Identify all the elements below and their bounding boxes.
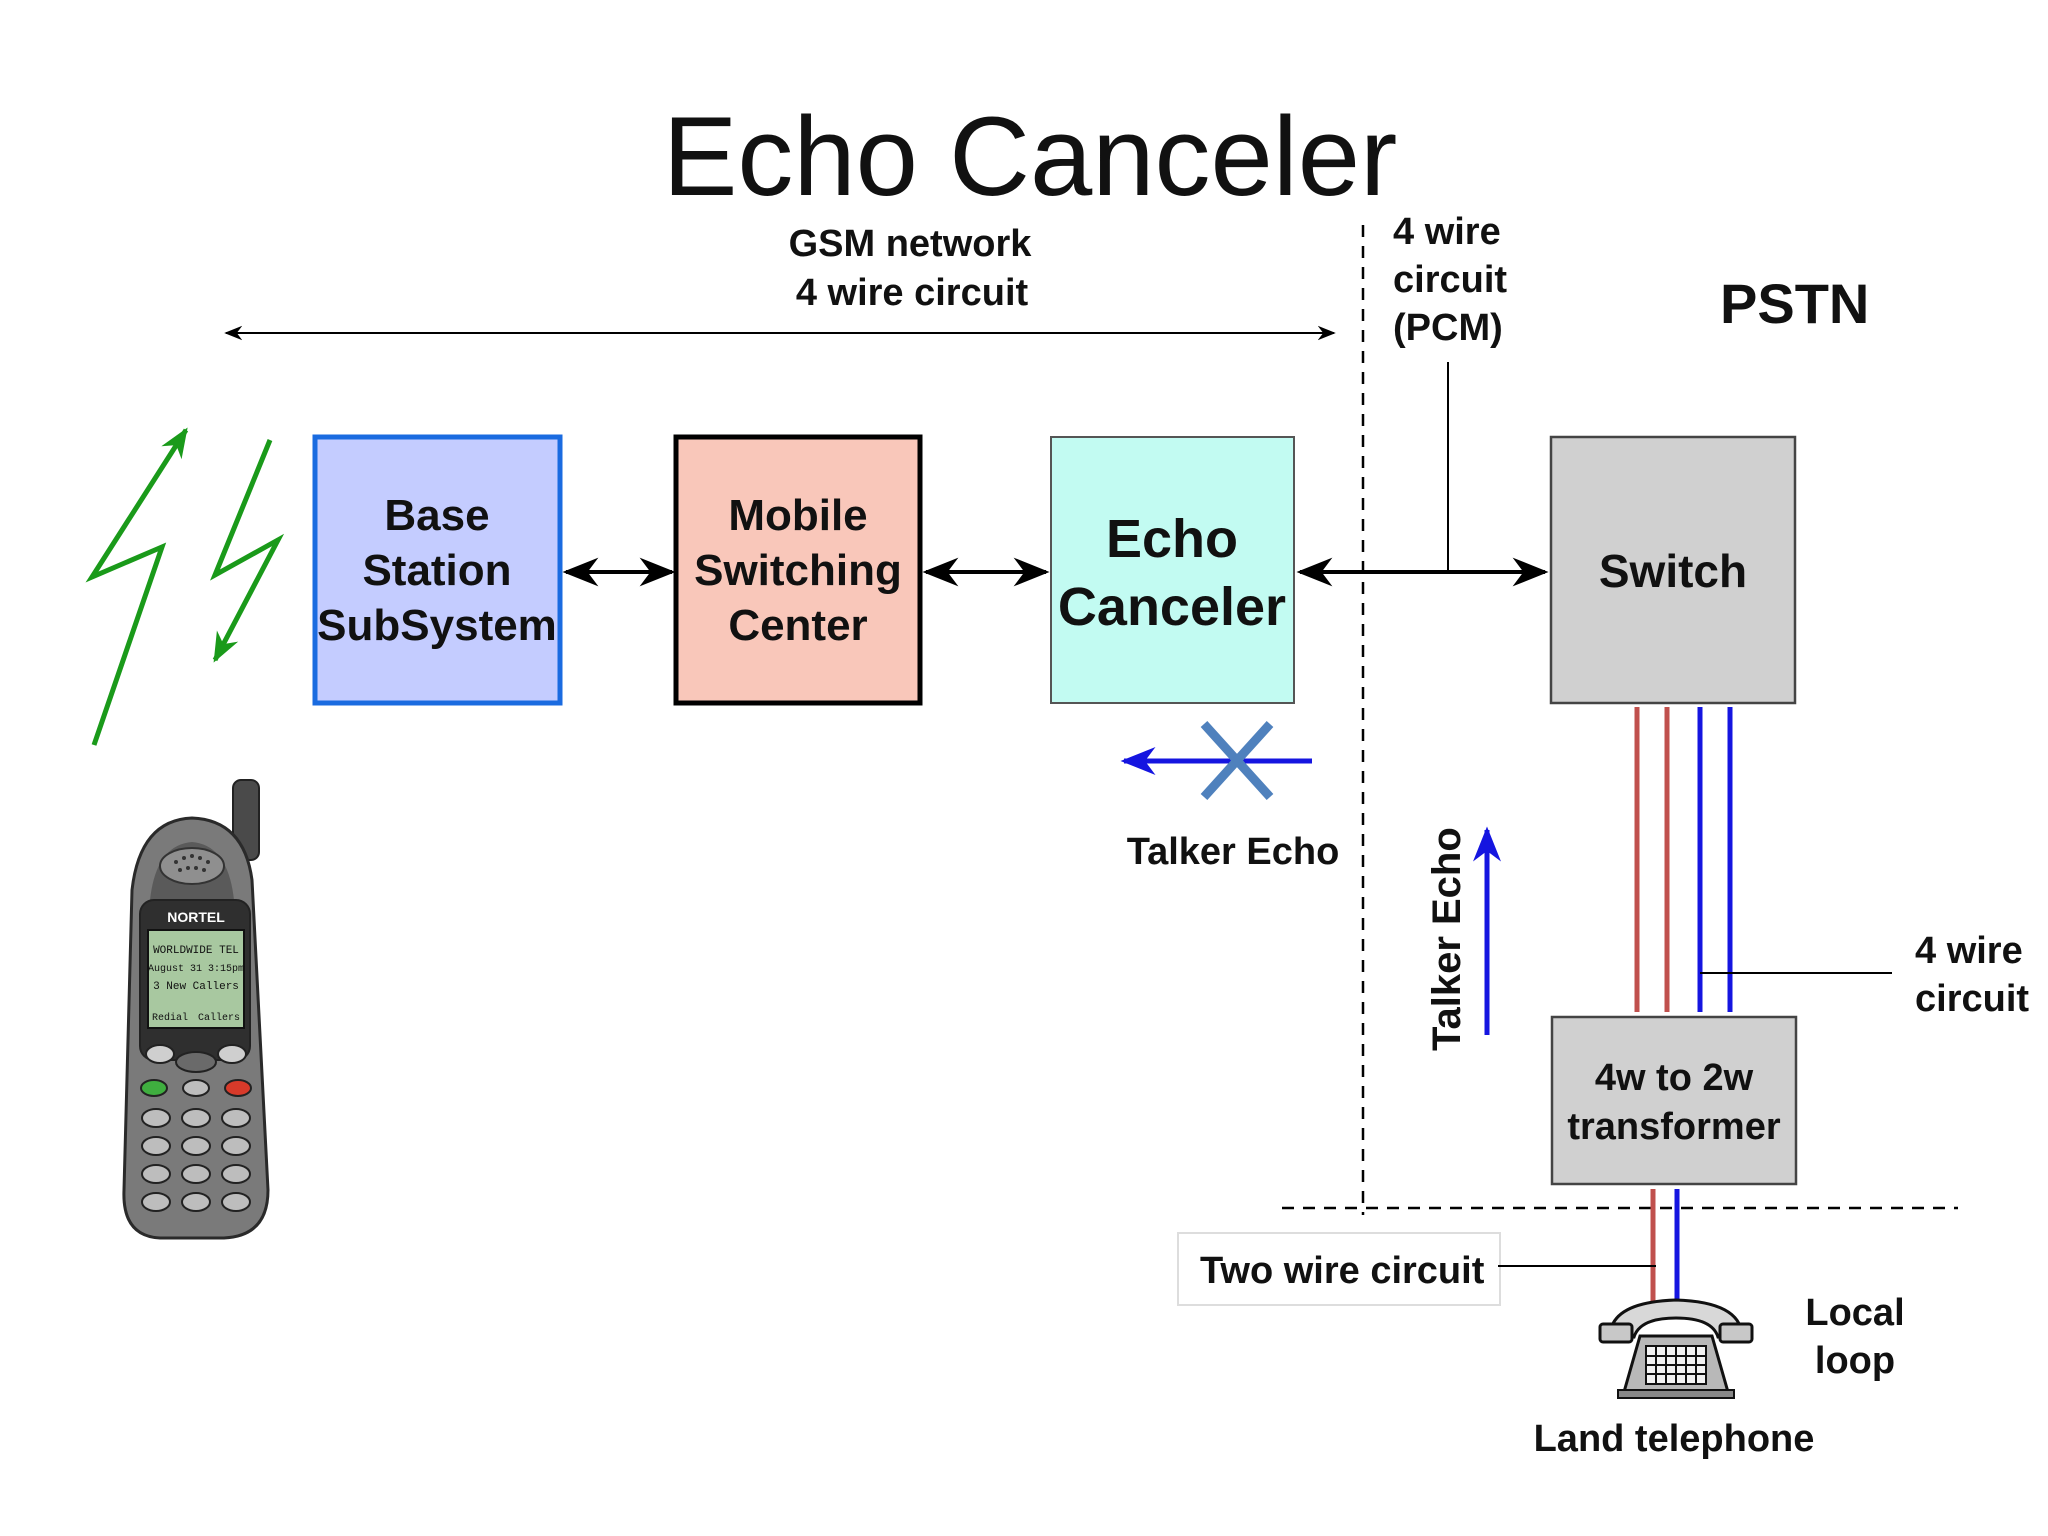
four-wire-bundle (1634, 707, 1733, 1012)
msc-line1: Mobile (728, 491, 867, 540)
transformer-line1: 4w to 2w (1595, 1057, 1754, 1099)
switch-label: Switch (1599, 545, 1747, 597)
bss-line2: Station (362, 546, 511, 595)
handset-screen-line2: August 31 3:15pm (148, 964, 244, 975)
transformer-line2: transformer (1567, 1106, 1780, 1148)
gsm-network-label: GSM network (789, 223, 1033, 265)
pstn-label: PSTN (1720, 272, 1869, 335)
pcm-label-line1: 4 wire (1393, 211, 1501, 253)
lightning-up-icon (85, 427, 189, 746)
handset-screen-line3: 3 New Callers (153, 981, 239, 993)
land-telephone-label: Land telephone (1534, 1418, 1815, 1460)
two-wire-label: Two wire circuit (1200, 1250, 1485, 1292)
local-loop-label-line2: loop (1815, 1340, 1895, 1382)
talker-echo-vertical-label: Talker Echo (1425, 827, 1469, 1051)
slide-title: Echo Canceler (663, 94, 1398, 219)
land-telephone-icon (1598, 1298, 1754, 1399)
talker-echo-label: Talker Echo (1127, 831, 1340, 873)
msc-line2: Switching (694, 546, 902, 595)
bss-line3: SubSystem (317, 601, 557, 650)
two-wire-pair (1650, 1189, 1680, 1302)
lightning-down-icon (210, 439, 285, 663)
four-wire-label-line1: 4 wire (1915, 930, 2023, 972)
bss-line1: Base (384, 491, 489, 540)
msc-line3: Center (728, 601, 867, 650)
box-base-station-subsystem: Base Station SubSystem (312, 434, 563, 706)
ec-line1: Echo (1106, 509, 1238, 569)
box-mobile-switching-center: Mobile Switching Center (673, 434, 923, 706)
mobile-handset-icon: NORTEL WORLDWIDE TEL August 31 3:15pm 3 … (122, 779, 270, 1240)
handset-screen-line1: WORLDWIDE TEL (153, 945, 239, 957)
box-4w-2w-transformer: 4w to 2w transformer (1550, 1015, 1798, 1186)
local-loop-label-line1: Local (1805, 1292, 1904, 1334)
box-switch: Switch (1549, 435, 1797, 705)
ec-line2: Canceler (1058, 577, 1286, 637)
gsm-4wire-label: 4 wire circuit (796, 272, 1029, 314)
handset-softkey-left: Redial (152, 1012, 188, 1024)
pcm-label-line3: (PCM) (1393, 307, 1503, 349)
pcm-label-line2: circuit (1393, 259, 1507, 301)
four-wire-label-line2: circuit (1915, 978, 2029, 1020)
two-wire-callout-box (1177, 1232, 1501, 1306)
handset-softkey-right: Callers (198, 1012, 240, 1024)
cancel-cross-icon (1200, 720, 1274, 801)
box-echo-canceler: Echo Canceler (1050, 436, 1295, 704)
handset-brand: NORTEL (167, 909, 225, 925)
